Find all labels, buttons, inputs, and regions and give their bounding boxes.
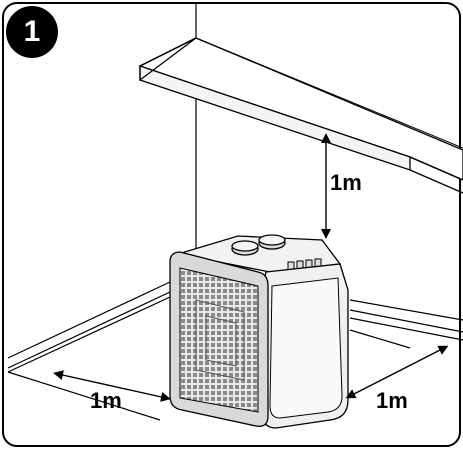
right-clearance-arrow [345,345,449,399]
step-number-badge: 1 [6,6,58,58]
heater-grille [179,267,259,413]
heater-top-vents [287,258,322,275]
right-skirting [349,299,463,349]
left-clearance-arrow [53,370,171,402]
dimension-arrows [53,133,449,402]
shelf [138,37,463,194]
fan-heater [169,234,349,429]
left-skirting [7,281,171,373]
top-clearance-label: 1m [330,170,362,195]
right-clearance-label: 1m [376,388,408,413]
left-clearance-label: 1m [90,388,122,413]
